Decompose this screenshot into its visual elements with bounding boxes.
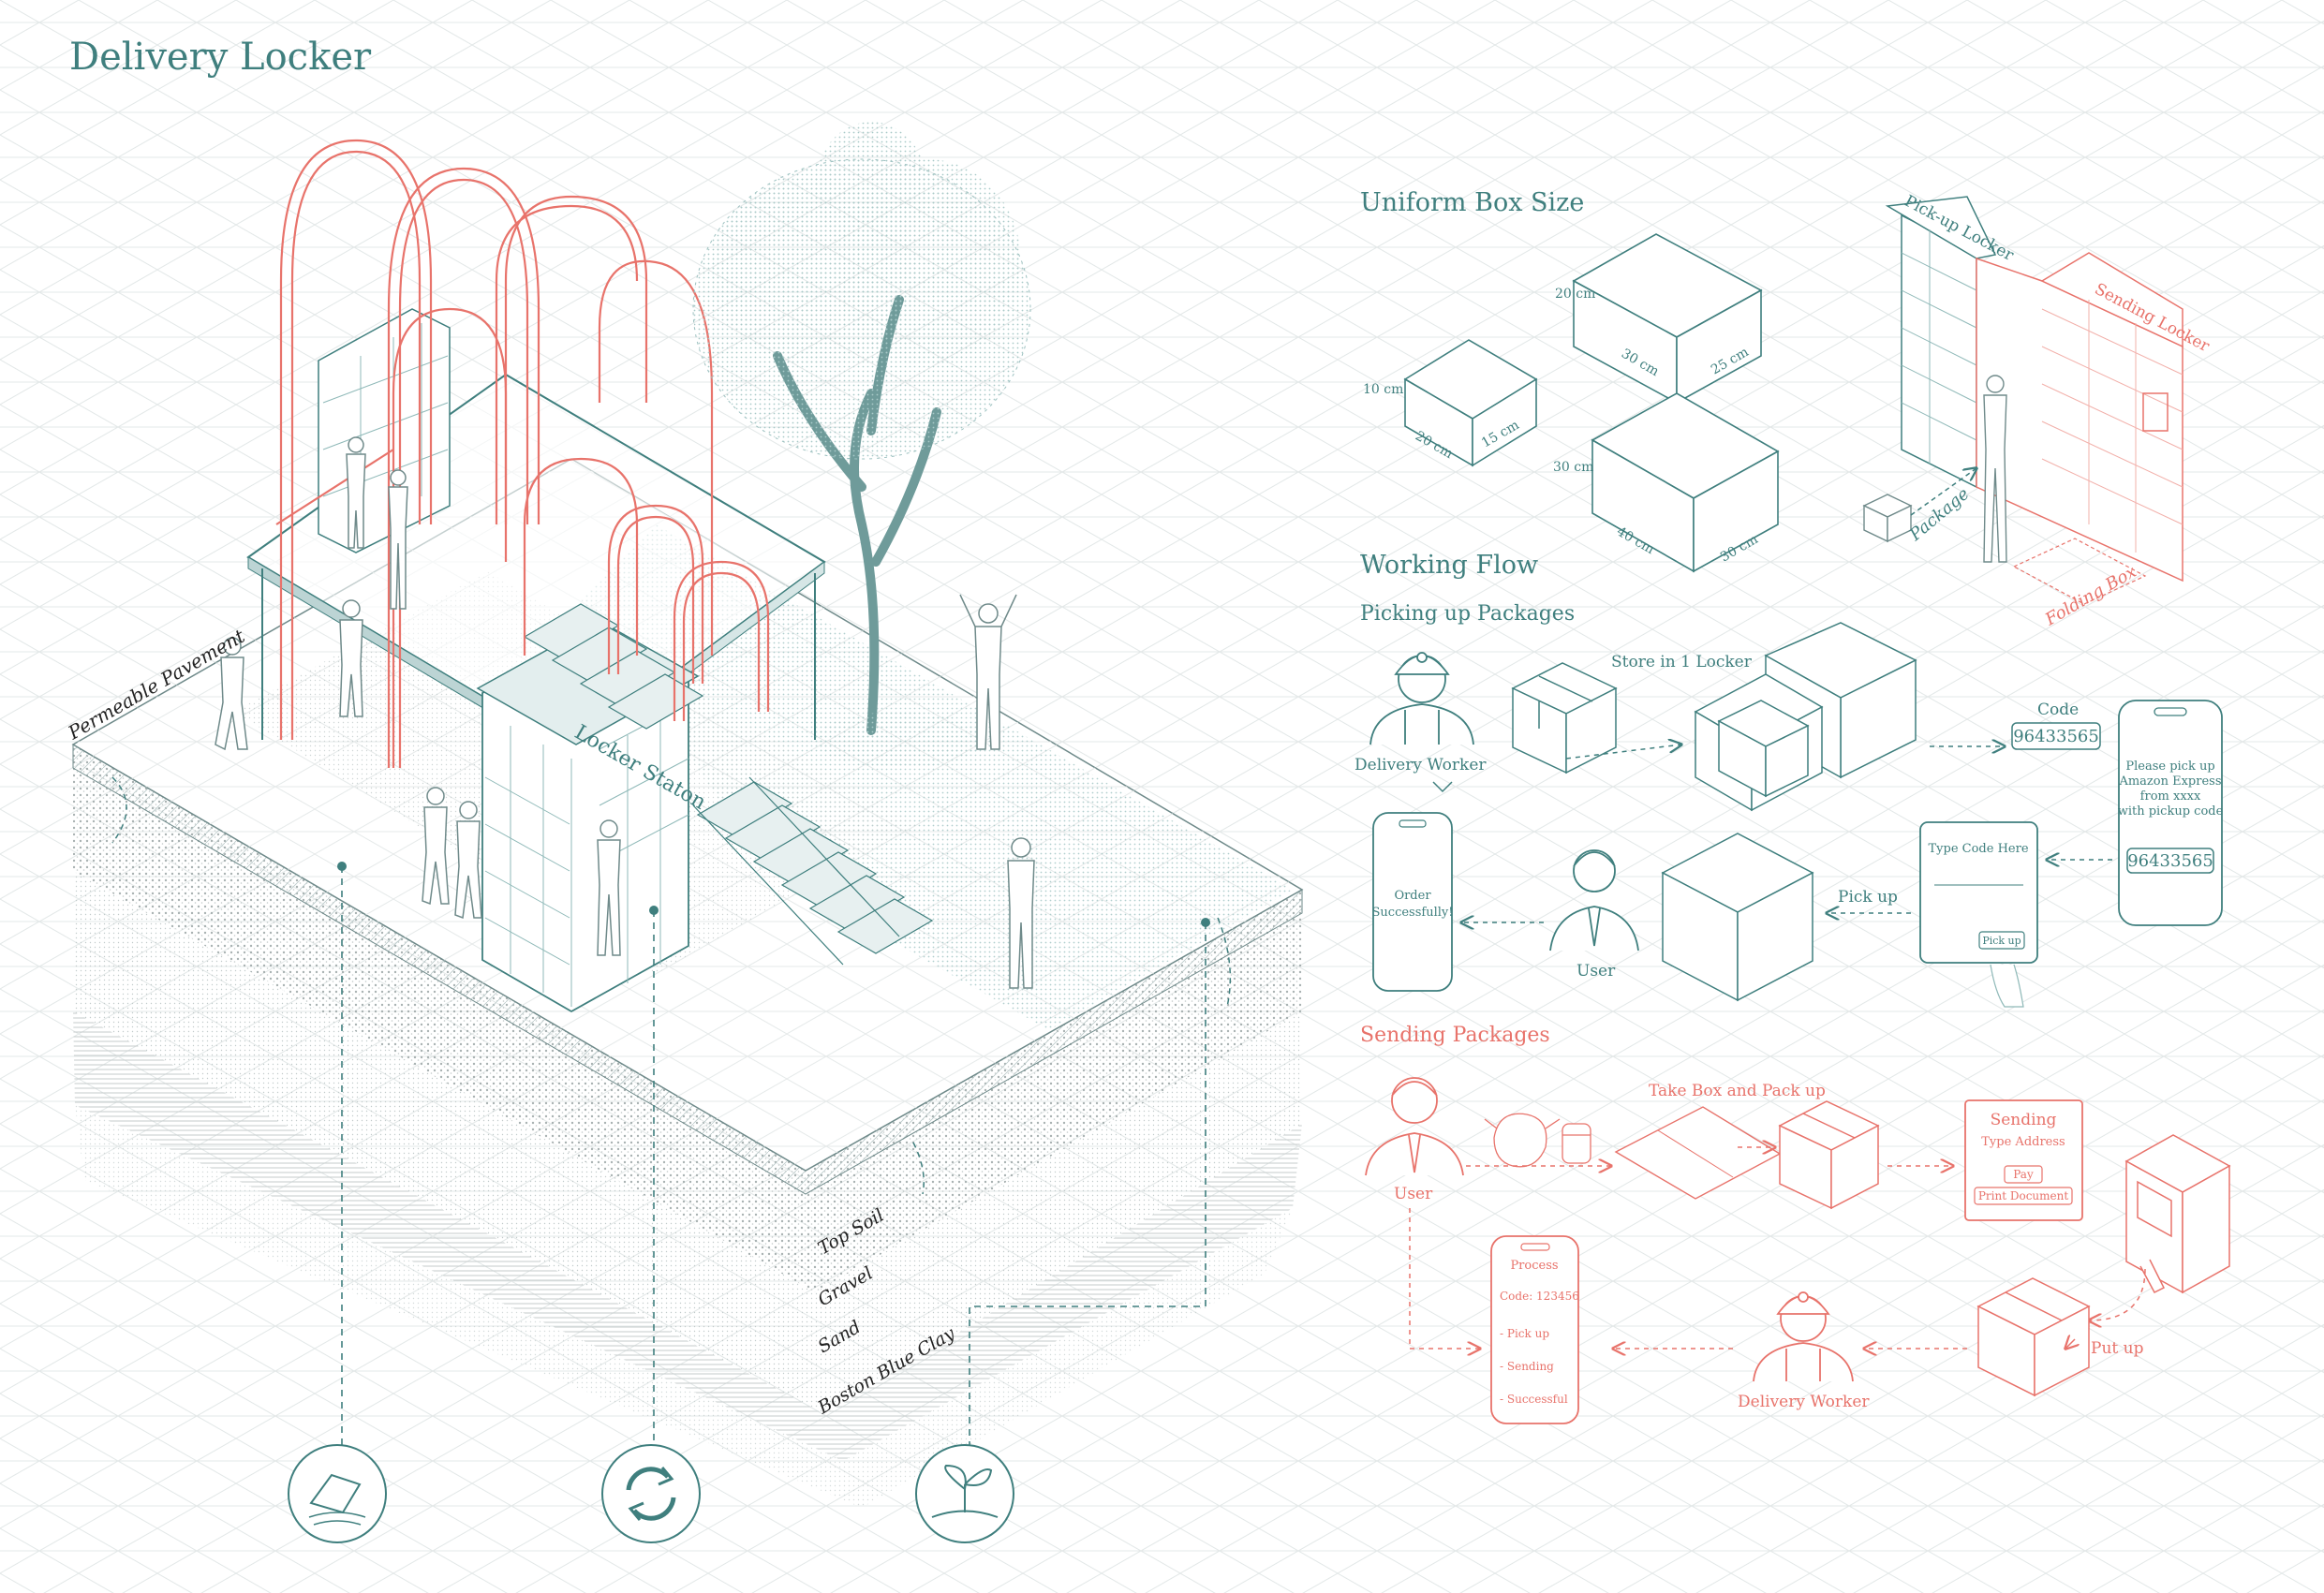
soil-clay-layer (75, 1105, 1293, 1508)
user-icon-sending (1365, 1077, 1464, 1176)
kiosk-icon (2124, 1134, 2231, 1294)
working-flow-heading: Working Flow (1360, 551, 1538, 580)
box-size-heading: Uniform Box Size (1360, 188, 1584, 217)
svg-text:Order: Order (1394, 889, 1431, 903)
svg-text:- Successful: - Successful (1500, 1393, 1568, 1406)
recycle-arrows-icon (601, 1444, 701, 1543)
svg-text:- Sending: - Sending (1500, 1360, 1554, 1373)
recycled-materials-icon (288, 1444, 387, 1543)
sms-code-value: 96433565 (2127, 851, 2213, 871)
locker-view: Pick-up Locker Sending Locker Package Fo… (1862, 192, 2213, 630)
svg-text:- Pick up: - Pick up (1500, 1327, 1549, 1340)
red-arches (275, 139, 770, 768)
soil-sand-layer (73, 1011, 1302, 1461)
svg-text:Successfully!: Successfully! (1372, 906, 1454, 920)
order-phone (1372, 812, 1453, 992)
svg-text:30 cm: 30 cm (1553, 460, 1593, 475)
type-code-tablet (1919, 821, 2038, 964)
svg-text:Type Address: Type Address (1981, 1135, 2065, 1149)
code-value: 96433565 (2013, 727, 2099, 746)
delivery-worker-label-sending: Delivery Worker (1738, 1393, 1870, 1411)
delivery-worker-icon (1369, 652, 1474, 745)
large-box (1591, 392, 1780, 573)
user-label-picking: User (1576, 962, 1616, 981)
user-label-sending: User (1394, 1185, 1433, 1203)
picking-flow: Delivery Worker Store in 1 Locker Code (1354, 622, 2224, 1008)
code-label: Code (2037, 701, 2079, 719)
svg-text:Process: Process (1510, 1259, 1558, 1273)
soil-top-layer (73, 745, 1302, 1292)
svg-text:Code: 123456: Code: 123456 (1500, 1290, 1579, 1303)
svg-text:Please pick up: Please pick up (2125, 760, 2214, 774)
page-title: Delivery Locker (69, 36, 372, 79)
picking-heading: Picking up Packages (1360, 602, 1575, 626)
user-icon-picking (1549, 849, 1639, 951)
stairs (523, 603, 934, 966)
svg-text:Type Code Here: Type Code Here (1928, 842, 2028, 856)
store-label: Store in 1 Locker (1611, 653, 1753, 671)
small-box (1403, 339, 1538, 467)
axonometric-drawing: Locker Staton (64, 122, 1304, 1508)
svg-text:Amazon Express: Amazon Express (2118, 774, 2221, 789)
sprout-icon (915, 1444, 1014, 1543)
svg-text:10 cm: 10 cm (1363, 382, 1403, 397)
delivery-worker-icon-sending (1753, 1291, 1854, 1382)
pickup-arrow-label: Pick up (1838, 888, 1898, 907)
svg-text:from xxxx: from xxxx (2140, 789, 2201, 804)
put-up-label: Put up (2091, 1339, 2144, 1358)
tree (692, 122, 1031, 768)
svg-text:20 cm: 20 cm (1555, 287, 1595, 302)
sending-flow: User Take Box and Pack up Sending Type A… (1365, 1077, 2231, 1424)
people (215, 436, 1035, 989)
delivery-worker-label: Delivery Worker (1354, 756, 1487, 774)
svg-text:Sending: Sending (1991, 1111, 2057, 1129)
leader-lines (341, 866, 1206, 1447)
take-box-label: Take Box and Pack up (1649, 1082, 1826, 1100)
svg-text:with pickup code: with pickup code (2118, 804, 2224, 819)
medium-box (1572, 233, 1763, 405)
tablet-pickup-button: Pick up (1982, 935, 2021, 947)
process-phone (1490, 1235, 1579, 1424)
pay-button: Pay (2013, 1168, 2034, 1181)
print-document-button: Print Document (1978, 1189, 2069, 1202)
soil-gravel-layer (73, 871, 1302, 1414)
sending-heading: Sending Packages (1360, 1024, 1550, 1047)
